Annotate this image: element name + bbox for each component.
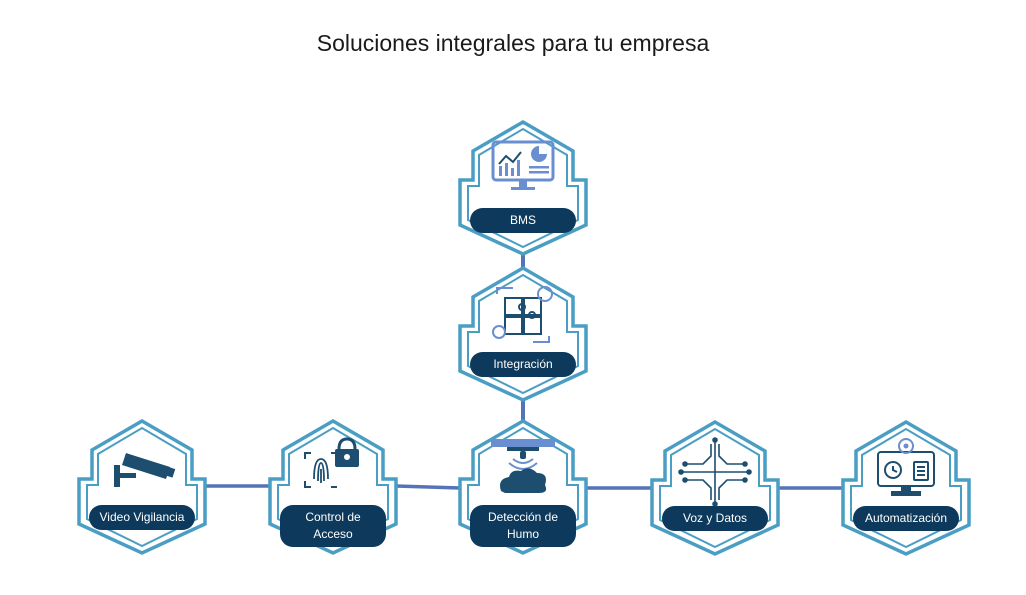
node-label-integracion: Integración (470, 352, 576, 377)
network-circuit-icon (678, 437, 752, 507)
node-integracion (458, 265, 588, 402)
node-label-auto: Automatización (853, 506, 959, 531)
hexagon-shape (77, 418, 207, 555)
node-label-acceso: Control de Acceso (280, 505, 386, 547)
security-camera-icon (114, 449, 176, 487)
node-label-bms: BMS (470, 208, 576, 233)
co2-sensor-icon (491, 439, 555, 493)
diagram-title: Soluciones integrales para tu empresa (316, 30, 710, 56)
connector-lines (205, 252, 844, 490)
node-label-voz: Voz y Datos (662, 506, 768, 531)
node-voz (650, 419, 780, 556)
fingerprint-lock-icon (304, 437, 359, 488)
connector-acceso-humo (395, 484, 461, 490)
node-video (77, 418, 207, 555)
node-label-humo: Detección de Humo (470, 505, 576, 547)
puzzle-gears-icon (492, 286, 553, 343)
monitor-analytics-icon (491, 140, 555, 190)
hexagon-inner (659, 427, 771, 549)
node-label-video: Video Vigilancia (89, 505, 195, 530)
monitor-automation-icon (877, 438, 935, 496)
hexagon-inner (467, 127, 579, 249)
hexagon-inner (850, 427, 962, 549)
hexagon-inner (86, 426, 198, 548)
hexagon-inner (467, 273, 579, 395)
node-bms (458, 119, 588, 256)
node-auto (841, 419, 971, 556)
